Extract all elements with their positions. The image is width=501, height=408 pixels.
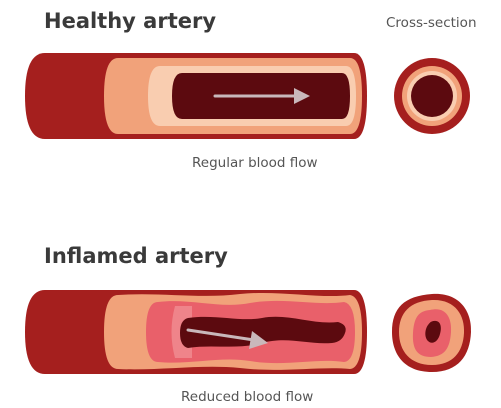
healthy-caption: Regular blood flow bbox=[192, 155, 318, 171]
inflamed-artery-title: Inflamed artery bbox=[44, 244, 228, 268]
inflamed-cross-section bbox=[392, 294, 471, 372]
healthy-cross-section bbox=[394, 58, 470, 134]
inflamed-caption: Reduced blood flow bbox=[181, 389, 313, 405]
